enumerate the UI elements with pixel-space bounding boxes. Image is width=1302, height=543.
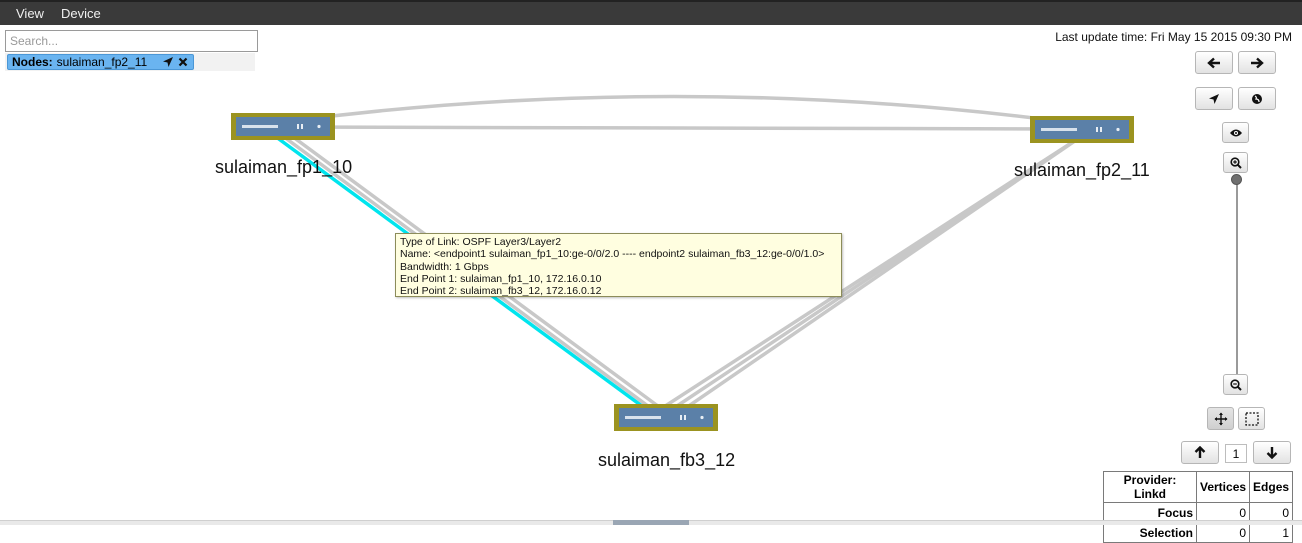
last-update-time: Last update time: Fri May 15 2015 09:30 …: [1055, 30, 1292, 44]
zoom-in-icon: [1229, 156, 1242, 169]
arrow-down-icon: [1266, 447, 1278, 459]
stats-row-edges: 1: [1249, 522, 1294, 543]
semantic-zoom-level: 1: [1225, 444, 1247, 463]
node-sulaiman-fp2-11[interactable]: [1030, 116, 1134, 143]
zoom-out-button[interactable]: [1223, 374, 1248, 395]
stats-header-edges: Edges: [1249, 471, 1294, 503]
search-input[interactable]: [5, 30, 258, 52]
tooltip-link-type: Type of Link: OSPF Layer3/Layer2: [400, 236, 562, 248]
tooltip-bandwidth: Bandwidth: 1 Gbps: [400, 260, 489, 273]
center-view-button[interactable]: [1195, 87, 1233, 110]
eye-icon: [1229, 129, 1242, 136]
map-view-button[interactable]: [1238, 87, 1276, 110]
zoom-out-icon: [1229, 378, 1242, 391]
menubar: View Device: [0, 0, 1302, 25]
node-label-fp2: sulaiman_fp2_11: [1014, 160, 1150, 180]
locate-icon[interactable]: [162, 56, 174, 68]
zoom-slider-track[interactable]: [1236, 178, 1238, 374]
table-row: Selection 0 1: [1103, 522, 1294, 543]
menu-view[interactable]: View: [16, 6, 44, 21]
tooltip-endpoint-1: End Point 1: sulaiman_fp1_10, 172.16.0.1…: [400, 272, 602, 285]
close-icon[interactable]: [177, 56, 189, 68]
level-up-button[interactable]: [1181, 441, 1219, 464]
history-back-button[interactable]: [1195, 51, 1233, 74]
node-label-fb3: sulaiman_fb3_12: [598, 450, 736, 470]
stats-header-row: Provider: Linkd Vertices Edges: [1103, 471, 1294, 503]
scrollbar-thumb[interactable]: [613, 520, 689, 525]
menu-device[interactable]: Device: [60, 6, 101, 21]
tooltip-link-name: Name: <endpoint1 sulaiman_fp1_10:ge-0/0/…: [400, 248, 825, 261]
tooltip-endpoint-2: End Point 2: sulaiman_fb3_12, 172.16.0.1…: [400, 285, 602, 297]
link-fp1-fp2-a[interactable]: [282, 94, 1083, 126]
globe-icon: [1252, 93, 1262, 104]
stats-header-vertices: Vertices: [1195, 471, 1251, 503]
select-mode-button[interactable]: [1238, 407, 1265, 430]
link-fp1-fp2-b[interactable]: [282, 125, 1083, 131]
marquee-select-icon: [1244, 411, 1259, 426]
zoom-slider-handle[interactable]: [1231, 174, 1242, 185]
arrow-left-icon: [1207, 57, 1220, 68]
pan-mode-button[interactable]: [1207, 407, 1234, 430]
filter-chip-prefix: Nodes:: [12, 55, 53, 69]
history-forward-button[interactable]: [1238, 51, 1276, 74]
table-row: Focus 0 0: [1103, 502, 1294, 523]
level-down-button[interactable]: [1253, 441, 1291, 464]
node-label-fp1: sulaiman_fp1_10: [215, 157, 353, 177]
stats-header-provider: Provider: Linkd: [1103, 471, 1197, 503]
show-hidden-button[interactable]: [1222, 122, 1249, 143]
zoom-in-button[interactable]: [1223, 152, 1248, 173]
stats-row-vertices: 0: [1195, 522, 1251, 543]
filter-chip-value: sulaiman_fp2_11: [56, 55, 148, 69]
filter-bar: Nodes: sulaiman_fp2_11: [5, 53, 255, 71]
link-tooltip: Type of Link: OSPF Layer3/Layer2 Name: <…: [395, 233, 842, 297]
link-fp2-fb3-c[interactable]: [679, 134, 1083, 414]
locate-icon: [1209, 93, 1219, 104]
arrow-up-icon: [1194, 446, 1206, 458]
node-sulaiman-fp1-10[interactable]: [231, 113, 335, 140]
node-sulaiman-fb3-12[interactable]: [614, 404, 718, 431]
stats-row-label: Selection: [1103, 522, 1197, 543]
arrow-right-icon: [1251, 57, 1264, 68]
move-icon: [1214, 412, 1227, 425]
provider-stats-table: Provider: Linkd Vertices Edges Focus 0 0…: [1103, 471, 1294, 543]
nodes-filter-chip[interactable]: Nodes: sulaiman_fp2_11: [7, 54, 195, 70]
